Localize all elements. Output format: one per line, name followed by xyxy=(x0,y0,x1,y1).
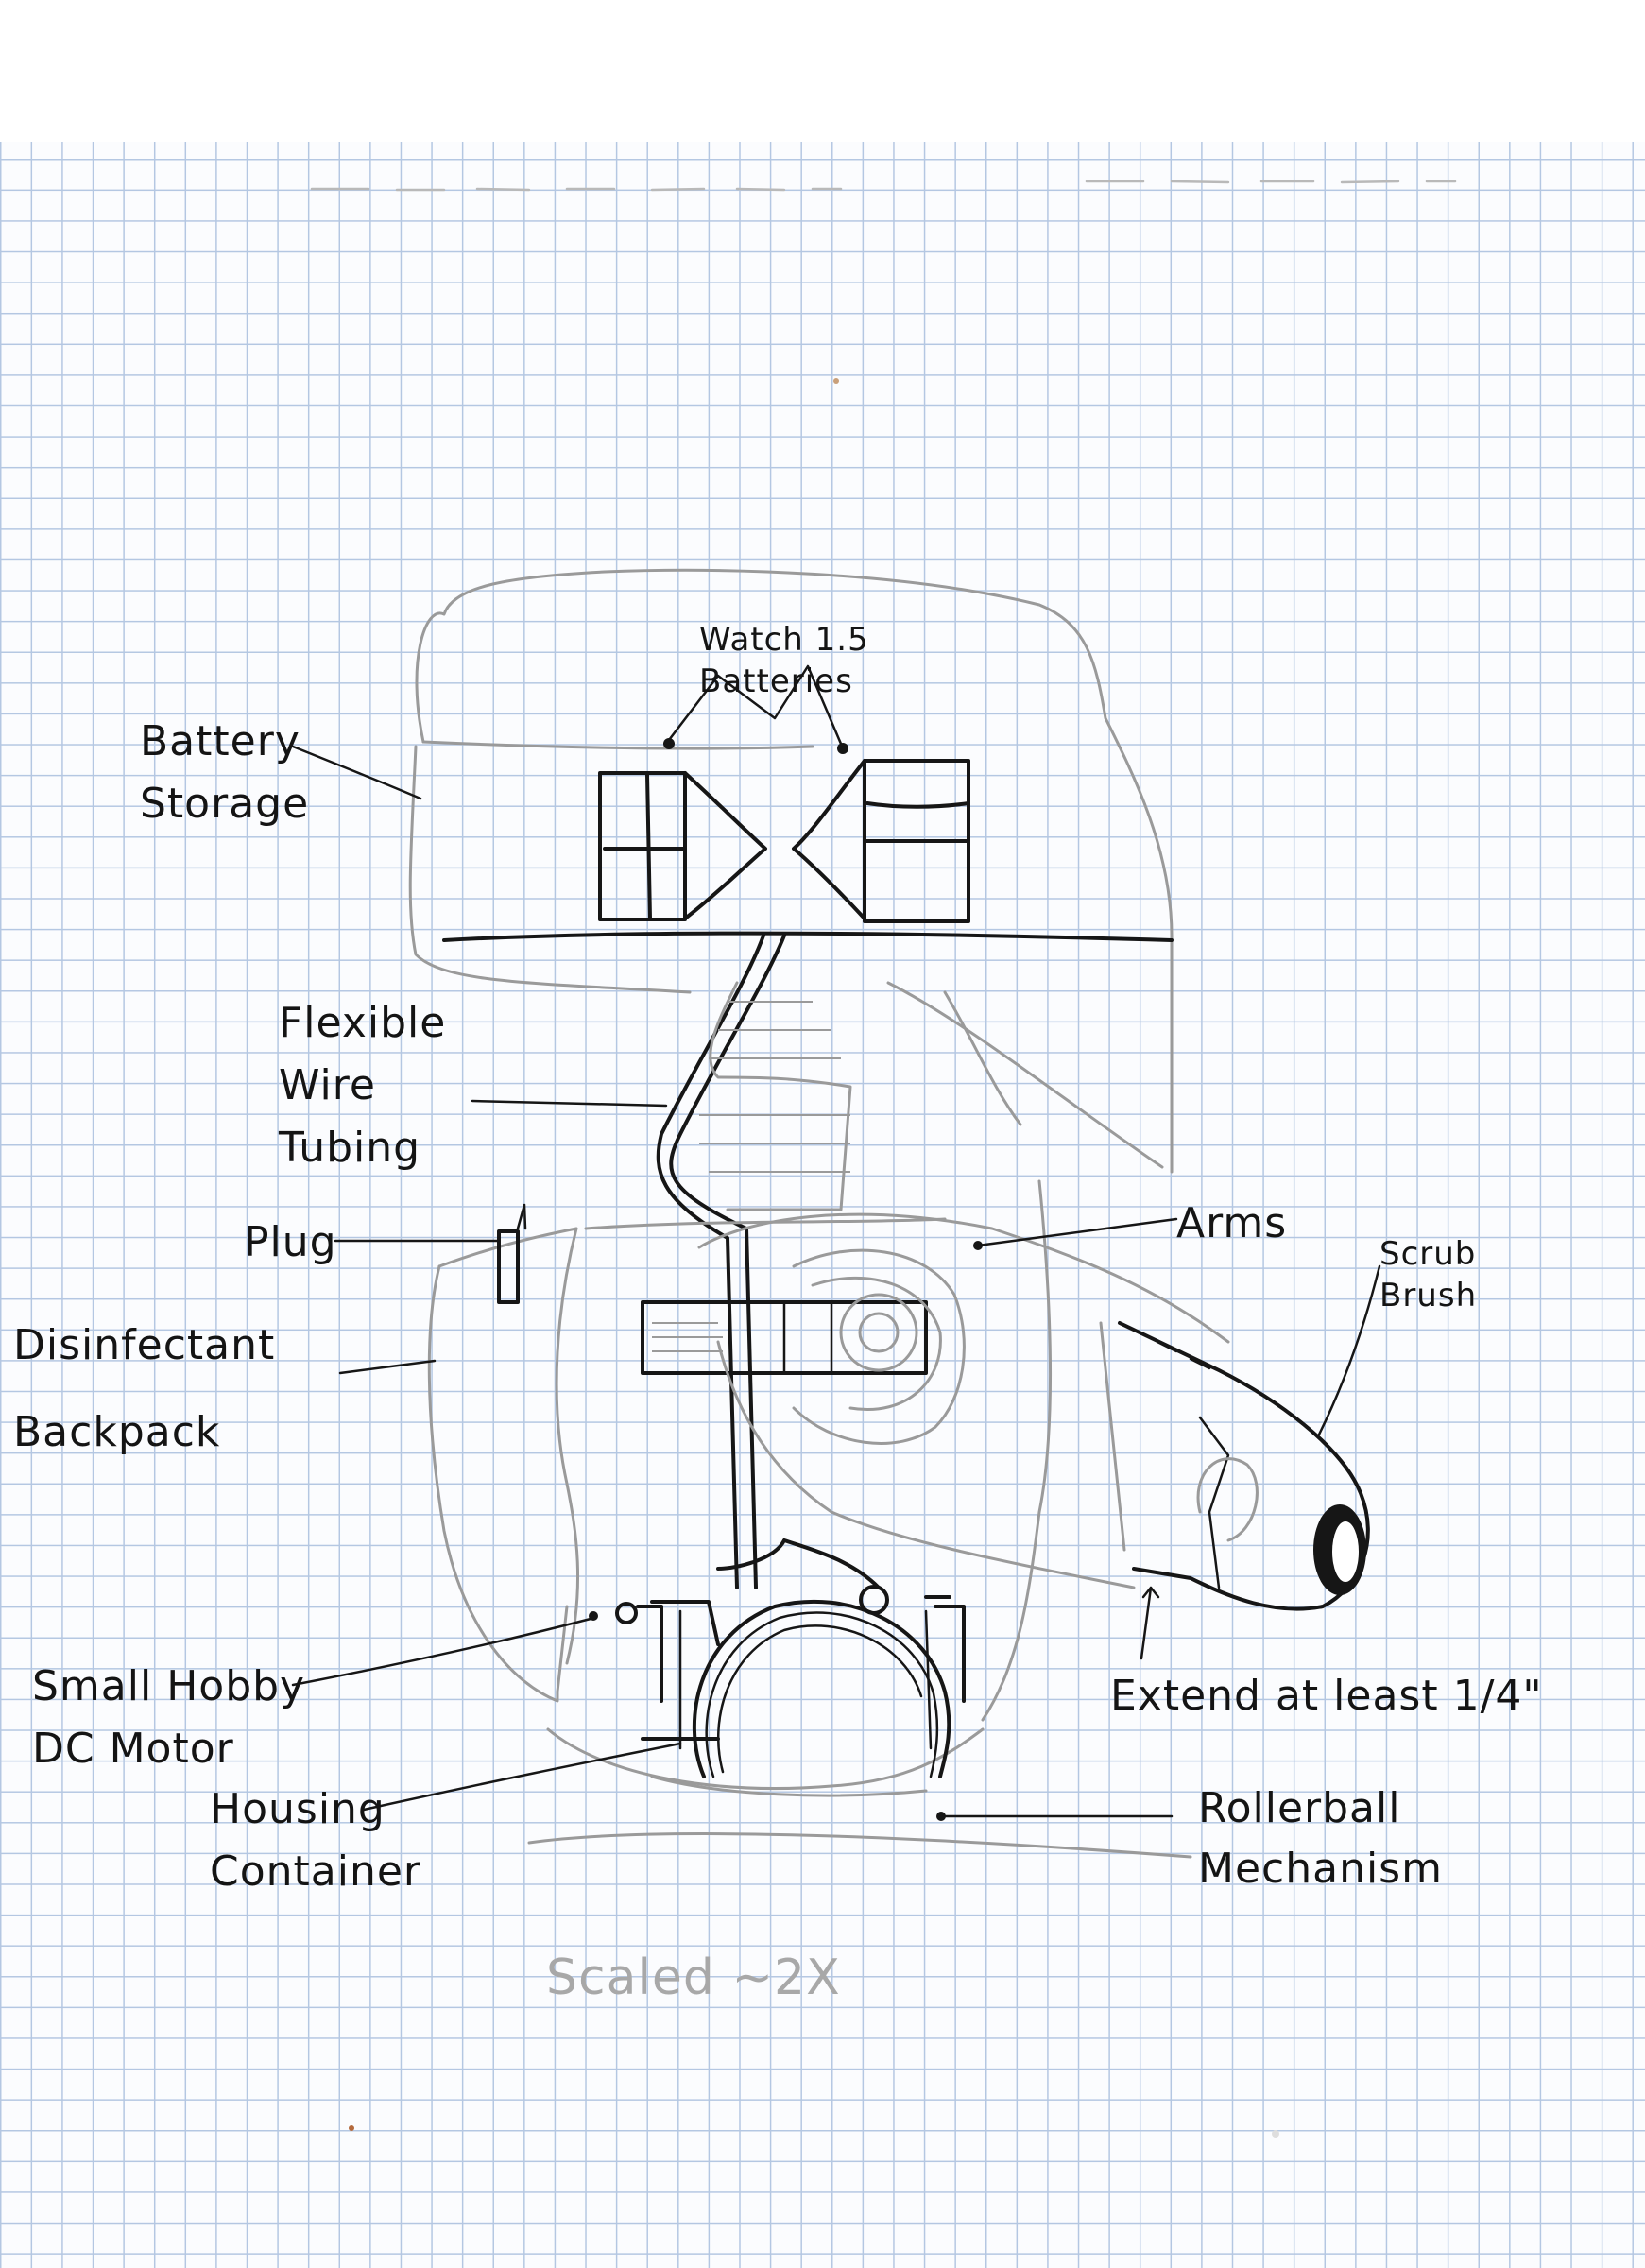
battery-storage-housing xyxy=(408,568,1174,1174)
plug-part xyxy=(497,1203,527,1304)
label-housing-container: Housing Container xyxy=(210,1785,422,1896)
arms-leader xyxy=(976,1217,1178,1247)
label-small-hobby-dc-motor: Small Hobby DC Motor xyxy=(32,1662,306,1773)
housing-leader xyxy=(362,1742,682,1812)
disinfectant-backpack-body xyxy=(427,1179,1192,1859)
motor-leader xyxy=(291,1617,592,1687)
center-control-box xyxy=(641,1293,928,1375)
watch-battery-cells xyxy=(442,664,1174,942)
wire-tubing-leader xyxy=(471,1099,668,1108)
arm-assembly xyxy=(697,1212,1230,1589)
label-watch-batteries: Watch 1.5 Batteries xyxy=(699,621,869,700)
label-disinfectant-backpack: Disinfectant Backpack xyxy=(13,1321,276,1456)
motor-housing-rollerball xyxy=(615,1538,966,1778)
graph-paper xyxy=(0,142,1645,2268)
label-scrub-brush: Scrub Brush xyxy=(1379,1235,1478,1314)
label-scale-note: Scaled ~2X xyxy=(546,1950,841,2006)
leader-lines xyxy=(291,745,1381,1821)
scan-dash-marks xyxy=(310,180,1457,192)
label-rollerball-mechanism: Rollerball Mechanism xyxy=(1198,1784,1443,1893)
label-plug: Plug xyxy=(244,1218,337,1266)
label-extend-note: Extend at least 1/4" xyxy=(1110,1672,1543,1720)
flexible-wire-tubing xyxy=(656,934,852,1589)
battery-storage-leader xyxy=(291,745,422,800)
scrub-brush xyxy=(1118,1321,1370,1611)
label-battery-storage: Battery Storage xyxy=(140,717,310,828)
scan-specks xyxy=(349,378,1279,2138)
label-flexible-wire-tubing: Flexible Wire Tubing xyxy=(279,999,447,1172)
scrub-brush-leader xyxy=(1316,1264,1381,1438)
backpack-leader xyxy=(338,1359,437,1375)
label-arms: Arms xyxy=(1176,1199,1288,1247)
extend-arrow xyxy=(1140,1586,1160,1660)
